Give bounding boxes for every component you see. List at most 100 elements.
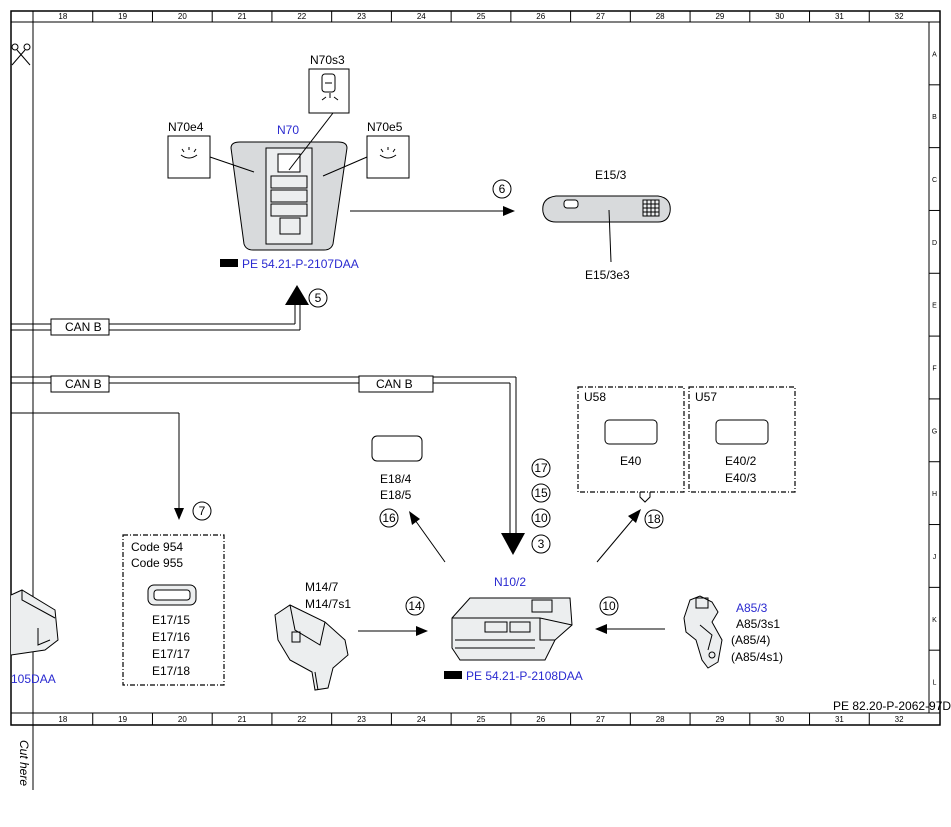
e17-18-label: E17/18 (152, 664, 190, 678)
column-label-top: 27 (596, 12, 605, 21)
step-10a-marker: 10 (531, 508, 551, 528)
row-label: K (932, 617, 937, 624)
column-label-bottom: 30 (775, 715, 784, 724)
step-5-marker: 5 (308, 288, 328, 308)
column-label-top: 32 (895, 12, 904, 21)
step-10a-text: 10 (534, 511, 548, 525)
n70-label: N70 (277, 123, 299, 137)
can-b-bus-2 (11, 375, 525, 555)
m14-7s1-label: M14/7s1 (305, 597, 351, 611)
column-label-top: 18 (58, 12, 67, 21)
a85-3-lock (683, 595, 723, 669)
n70e5-label: N70e5 (367, 120, 403, 134)
column-label-bottom: 20 (178, 715, 187, 724)
arrow-to-u58 (596, 517, 635, 563)
code-954-group (122, 534, 225, 686)
column-label-bottom: 32 (895, 715, 904, 724)
n70-overhead-panel (230, 141, 348, 251)
e40-label: E40 (620, 454, 642, 468)
column-label-top: 30 (775, 12, 784, 21)
step-markers: 5 6 7 17 15 10 3 16 18 14 10 (192, 179, 664, 616)
row-label: E (932, 303, 937, 310)
column-label-top: 20 (178, 12, 187, 21)
cut-here-label: Cut here (17, 740, 31, 786)
step-3-marker: 3 (531, 534, 551, 554)
step-14-text: 14 (408, 599, 422, 613)
step-15-marker: 15 (531, 483, 551, 503)
column-label-bottom: 26 (536, 715, 545, 724)
e40-3-label: E40/3 (725, 471, 757, 485)
column-label-bottom: 22 (297, 715, 306, 724)
e17-16-label: E17/16 (152, 630, 190, 644)
line-to-e17 (11, 412, 184, 520)
can-b-label-3: CAN B (376, 377, 413, 391)
code954-label: Code 954 (131, 540, 183, 554)
column-label-top: 26 (536, 12, 545, 21)
a85-4s1-label: (A85/4s1) (731, 650, 783, 664)
column-label-bottom: 25 (477, 715, 486, 724)
column-label-top: 29 (715, 12, 724, 21)
step-18-text: 18 (647, 512, 661, 526)
column-label-bottom: 28 (656, 715, 665, 724)
step-18-marker: 18 (644, 509, 664, 529)
n10-2-label: N10/2 (494, 575, 526, 589)
m14-7-label: M14/7 (305, 580, 339, 594)
column-label-bottom: 23 (357, 715, 366, 724)
row-label: C (932, 177, 937, 184)
u58-u57-group (577, 386, 796, 503)
column-label-bottom: 18 (58, 715, 67, 724)
step-17-marker: 17 (531, 458, 551, 478)
can-b-label-1: CAN B (65, 320, 102, 334)
row-label: F (932, 366, 936, 373)
e15-3e3-label: E15/3e3 (585, 268, 630, 282)
column-label-top: 25 (477, 12, 486, 21)
u57-label: U57 (695, 390, 717, 404)
column-label-bottom: 24 (417, 715, 426, 724)
column-label-bottom: 19 (118, 715, 127, 724)
column-label-top: 19 (118, 12, 127, 21)
row-label: J (933, 554, 937, 561)
step-16-marker: 16 (379, 508, 399, 528)
ref-n70: PE 54.21-P-2107DAA (242, 257, 359, 271)
step-10b-text: 10 (602, 599, 616, 613)
n70e5-lamp (322, 135, 410, 179)
n70e4-lamp (167, 135, 255, 179)
a85-3s1-label: A85/3s1 (736, 617, 780, 631)
row-label: D (932, 240, 937, 247)
n70e4-label: N70e4 (168, 120, 204, 134)
hand-pointer-icon (220, 259, 238, 267)
step-3-text: 3 (538, 537, 545, 551)
u58-label: U58 (584, 390, 606, 404)
n70s3-label: N70s3 (310, 53, 345, 67)
arrow-to-e18 (414, 519, 446, 563)
m14-7-actuator (274, 604, 349, 691)
step-7-text: 7 (199, 504, 206, 518)
column-ticks: 1818191920202121222223232424252526262727… (58, 11, 904, 725)
step-10b-marker: 10 (599, 596, 619, 616)
can-b-bus-1 (11, 285, 309, 336)
e15-3-label: E15/3 (595, 168, 627, 182)
e17-15-label: E17/15 (152, 613, 190, 627)
step-17-text: 17 (534, 461, 548, 475)
row-label: H (932, 491, 937, 498)
can-b-label-2: CAN B (65, 377, 102, 391)
e18-4-label: E18/4 (380, 472, 412, 486)
a85-3-label: A85/3 (736, 601, 768, 615)
e18-lamp (371, 435, 423, 462)
step-6-marker: 6 (492, 179, 512, 199)
page-frame (10, 10, 941, 790)
partial-ref-label: 105DAA (11, 672, 56, 686)
ref-n10: PE 54.21-P-2108DAA (466, 669, 583, 683)
column-label-top: 31 (835, 12, 844, 21)
n10-2-module (451, 597, 573, 661)
column-label-top: 23 (357, 12, 366, 21)
column-label-top: 28 (656, 12, 665, 21)
column-label-bottom: 27 (596, 715, 605, 724)
column-label-top: 24 (417, 12, 426, 21)
partial-component (10, 589, 59, 656)
step-14-marker: 14 (405, 596, 425, 616)
step-15-text: 15 (534, 486, 548, 500)
a85-4-label: (A85/4) (731, 633, 770, 647)
